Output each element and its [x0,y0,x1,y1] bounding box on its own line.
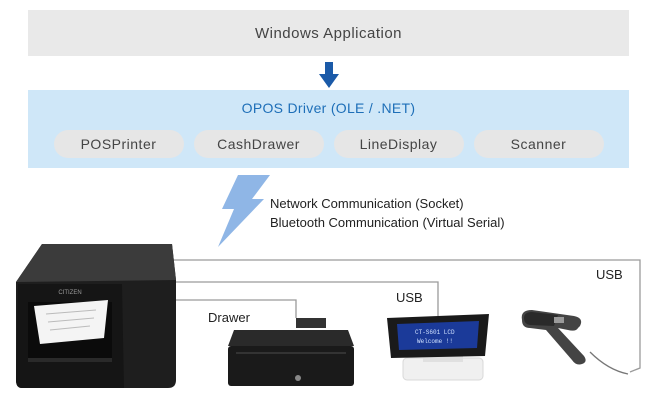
device-class-cashdrawer: CashDrawer [193,130,324,158]
display-line-2: Welcome !! [417,338,453,345]
display-line-1: CT-S601 LCD [415,329,455,336]
barcode-scanner-image [521,310,586,365]
bluetooth-communication-label: Bluetooth Communication (Virtual Serial) [270,215,505,230]
device-class-row: POSPrinter CashDrawer LineDisplay Scanne… [28,130,629,158]
display-cable [170,281,439,326]
cash-drawer-image [228,318,354,386]
windows-application-bar: Windows Application [28,10,629,56]
scanner-cord [589,351,629,375]
opos-driver-band: OPOS Driver (OLE / .NET) POSPrinter Cash… [28,90,629,168]
scanner-usb-label: USB [596,267,623,282]
network-communication-label: Network Communication (Socket) [270,196,464,211]
drawer-cable [170,299,297,318]
drawer-label: Drawer [208,310,250,325]
windows-application-label: Windows Application [254,24,403,42]
scanner-cable [170,259,641,373]
opos-driver-title: OPOS Driver (OLE / .NET) [241,100,416,116]
communication-text: Network Communication (Socket) Bluetooth… [270,194,505,232]
lightning-bolt-icon [218,175,270,247]
arrow-down-icon [319,62,339,88]
printer-brand-text: CITIZEN [58,290,81,296]
device-class-posprinter: POSPrinter [53,130,184,158]
display-usb-label: USB [396,290,423,305]
receipt-printer-image: CITIZEN [16,244,176,388]
device-class-scanner: Scanner [473,130,604,158]
device-class-linedisplay: LineDisplay [333,130,464,158]
line-display-image: CT-S601 LCD Welcome !! [387,314,489,381]
